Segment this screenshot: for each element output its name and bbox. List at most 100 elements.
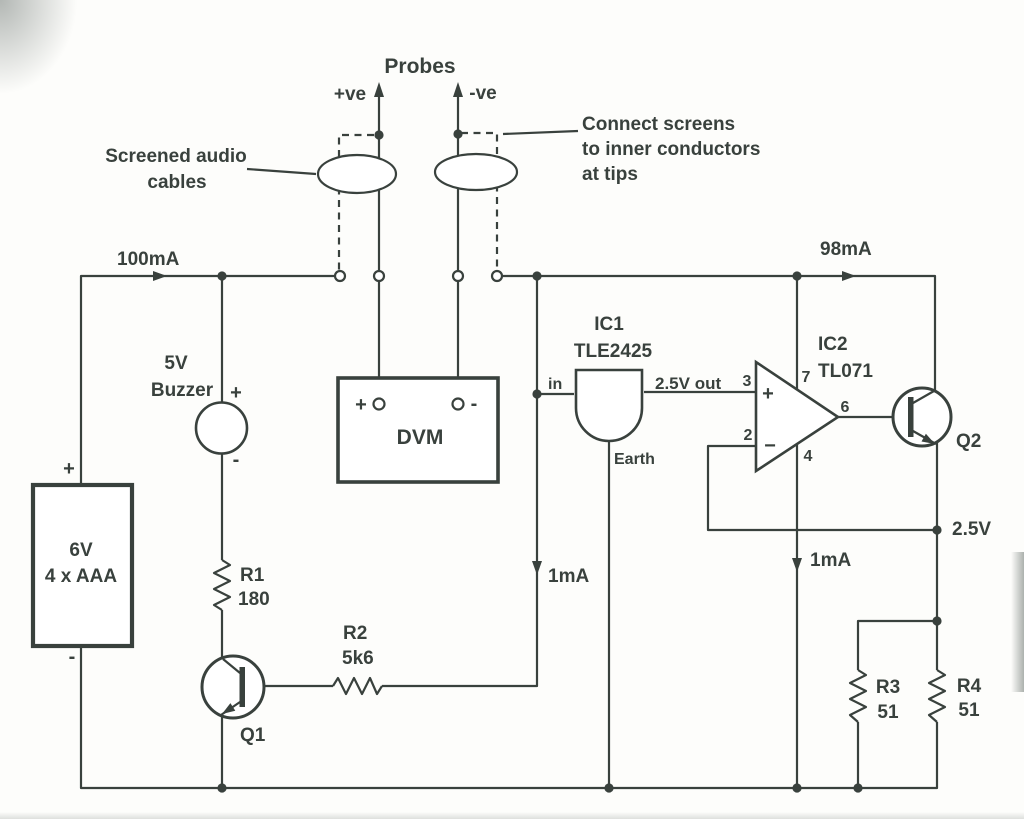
resistor-r2-zigzag: [332, 676, 383, 696]
transistor-q1-base-bar: [239, 667, 245, 707]
current-1ma-opamp-arrowhead: [792, 558, 802, 572]
ic2-ref-label: IC2: [818, 334, 848, 355]
opamp-pin6-label: 6: [841, 399, 850, 416]
transistor-q2-collector-lead: [912, 390, 935, 404]
current-1ma-ref-arrowhead: [532, 561, 542, 575]
q2-ref-label: Q2: [956, 431, 981, 452]
connect-note-line3: at tips: [582, 164, 638, 185]
ic1-outline: [574, 368, 644, 443]
buzzer-name-label: Buzzer: [151, 380, 214, 401]
transistor-q1: [200, 654, 266, 720]
resistor-r4: [927, 669, 947, 723]
opamp-minus-sign: −: [764, 435, 776, 457]
connect-note-line2: to inner conductors: [582, 139, 760, 160]
wire-screen-positive-dashed: [337, 133, 374, 271]
battery-outline: [30, 482, 135, 649]
junction: [217, 783, 227, 793]
wire-top-right-rail: [502, 274, 937, 391]
dvm-meter: [336, 376, 500, 484]
terminal: [451, 269, 465, 283]
ic1-part-label: TLE2425: [574, 341, 653, 362]
battery-minus-sign: -: [69, 646, 76, 668]
wire-r3-branch-top: [856, 619, 937, 670]
opamp-triangle: [754, 359, 841, 474]
ic2-part-label: TL071: [818, 361, 873, 382]
terminal: [372, 269, 386, 283]
ic1-ref-label: IC1: [594, 314, 624, 335]
current-1ma-ref-label: 1mA: [548, 566, 589, 587]
battery: [30, 482, 135, 649]
junction: [532, 389, 542, 399]
junction: [792, 783, 802, 793]
resistor-r1: [212, 559, 232, 611]
r3-ref-label: R3: [876, 677, 900, 698]
resistor-r4-zigzag: [927, 669, 947, 723]
wire-feedback: [706, 444, 935, 532]
dvm-negative-terminal: [451, 397, 465, 411]
opamp-pin3-label: 3: [743, 373, 752, 390]
ic1-voltage-reference: [574, 368, 644, 443]
battery-plus-sign: +: [63, 458, 75, 480]
junction-dots: [217, 129, 942, 793]
dvm-positive-terminal: [372, 397, 386, 411]
opamp-pin2-label: 2: [744, 427, 753, 444]
dvm-minus-sign: -: [471, 393, 478, 415]
wire-battery-positive-rail: [79, 274, 335, 483]
ic2-opamp: [754, 359, 841, 474]
junction: [217, 271, 227, 281]
r2-value-label: 5k6: [342, 648, 374, 669]
buzzer-plus-sign: +: [230, 382, 242, 404]
transistor-q1-emitter-arrow: [222, 703, 236, 714]
junction: [932, 616, 942, 626]
buzzer: [194, 401, 249, 455]
probe-negative-arrowhead: [453, 82, 463, 97]
pointer-line-screened-note: [246, 167, 317, 176]
transistor-q2-emitter-arrow: [921, 433, 935, 444]
dvm-outline: [336, 376, 500, 484]
current-98ma-arrowhead: [842, 271, 856, 281]
buzzer-outline: [194, 401, 249, 455]
resistor-r3-zigzag: [848, 669, 868, 723]
opamp-plus-sign: +: [762, 383, 774, 405]
opamp-pin7-label: 7: [802, 369, 811, 386]
r3-value-label: 51: [877, 702, 899, 723]
dvm-label: DVM: [397, 426, 444, 449]
pointer-line-connect-note: [502, 129, 579, 136]
resistor-r3: [848, 669, 868, 723]
open-terminals: [333, 269, 504, 411]
cable-screen-rings: [316, 152, 519, 195]
transistor-q2-outline: [891, 386, 953, 448]
probes-title: Probes: [384, 55, 455, 78]
transistor-q2-base-bar: [908, 397, 914, 437]
probe-negative-label: -ve: [469, 83, 496, 104]
junction: [453, 129, 463, 139]
wire-screen-negative-dashed: [461, 131, 499, 271]
flow-arrows: [153, 82, 856, 575]
junction: [932, 525, 942, 535]
ic1-pin-earth-label: Earth: [614, 451, 655, 468]
ic1-pin-out-label: 2.5V out: [655, 374, 721, 393]
wire-reference-node: [382, 276, 539, 688]
battery-voltage-label: 6V: [69, 540, 93, 561]
screened-note-line2: cables: [147, 172, 206, 193]
terminal: [333, 269, 347, 283]
battery-cells-label: 4 x AAA: [45, 566, 117, 587]
terminal: [490, 269, 504, 283]
r2-ref-label: R2: [343, 623, 367, 644]
current-100ma-arrowhead: [153, 271, 167, 281]
screen-ring-positive: [316, 153, 398, 195]
screen-ring-negative: [433, 152, 519, 192]
junction: [374, 130, 384, 140]
current-100ma-label: 100mA: [117, 249, 180, 270]
junction: [604, 783, 614, 793]
wire-bottom-rail: [79, 648, 939, 790]
resistor-r2: [332, 676, 383, 696]
probe-positive-arrowhead: [374, 82, 384, 97]
voltage-feedback-label: 2.5V: [952, 519, 991, 540]
junction: [792, 271, 802, 281]
screened-note-line1: Screened audio: [105, 146, 247, 167]
q1-ref-label: Q1: [240, 725, 266, 746]
r1-value-label: 180: [238, 589, 270, 610]
